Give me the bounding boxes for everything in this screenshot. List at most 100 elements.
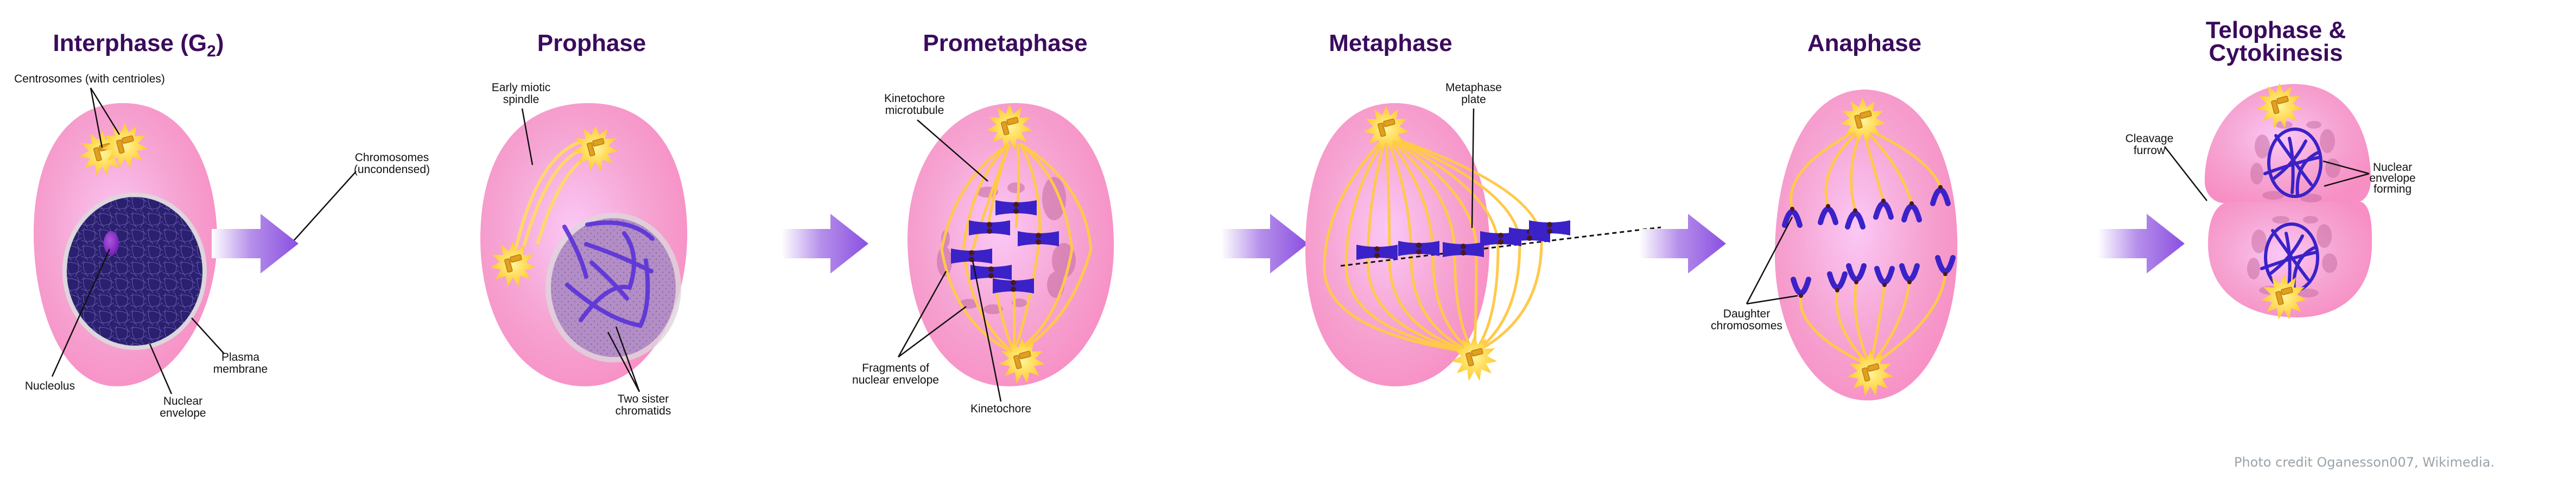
envelope-fragment bbox=[2250, 163, 2263, 184]
chromatin-strand bbox=[2268, 234, 2304, 276]
cell-interphase bbox=[34, 103, 218, 387]
chromatin bbox=[67, 197, 202, 346]
chromosome bbox=[969, 220, 1010, 235]
arrow-icon bbox=[1639, 214, 1726, 273]
spindle-fiber bbox=[1344, 135, 1475, 354]
plasma-membrane bbox=[908, 103, 1114, 386]
chromatin-strand bbox=[2295, 150, 2321, 197]
nucleolus bbox=[104, 231, 119, 255]
label-nucleolus: Nucleolus bbox=[25, 380, 75, 392]
labels-interphase: Centrosomes (with centrioles) Chromosome… bbox=[14, 73, 430, 419]
phase-title-metaphase: Metaphase bbox=[1329, 30, 1452, 56]
chromatin-strand bbox=[2288, 137, 2295, 194]
daughter-chromosome bbox=[1935, 255, 1956, 274]
envelope-fragment bbox=[2306, 121, 2321, 129]
spindle-fiber bbox=[1385, 134, 1478, 353]
daughter-chromosome bbox=[1818, 206, 1838, 225]
centromere bbox=[1835, 288, 1839, 292]
daughter-chromosome bbox=[1873, 201, 1894, 220]
envelope-fragment bbox=[2303, 216, 2318, 224]
chromosome bbox=[1398, 241, 1439, 256]
chromosome bbox=[993, 278, 1034, 294]
centromere bbox=[1881, 199, 1886, 203]
centromere bbox=[1909, 201, 1914, 206]
daughter-chromosome bbox=[1782, 209, 1803, 228]
centromere bbox=[1799, 294, 1803, 298]
spindle-fiber bbox=[1862, 126, 1913, 204]
chromatin-strand bbox=[2285, 232, 2292, 289]
chromatids bbox=[562, 220, 655, 328]
envelope-fragment bbox=[2262, 191, 2284, 200]
daughter-chromosome bbox=[1791, 277, 1811, 296]
plasma-membrane bbox=[1775, 90, 1958, 400]
spindle-fiber bbox=[1869, 282, 1911, 367]
label-chromosomes: Chromosomes(uncondensed) bbox=[354, 151, 430, 176]
nuclear-envelope-fragments bbox=[937, 177, 1076, 314]
arrow-icon bbox=[2098, 214, 2185, 273]
envelope-fragment bbox=[2255, 135, 2270, 158]
centromere bbox=[1826, 204, 1830, 208]
envelope-fragment bbox=[2251, 230, 2267, 253]
arrow-icon bbox=[782, 214, 868, 273]
spindle-fiber bbox=[1366, 135, 1475, 354]
cell-prometaphase bbox=[908, 103, 1114, 386]
cell-anaphase bbox=[1775, 90, 1958, 400]
spindle-fiber bbox=[1869, 273, 1947, 368]
chromosome bbox=[995, 200, 1037, 215]
envelope-fragment bbox=[2300, 194, 2322, 202]
cell-prophase bbox=[480, 103, 688, 386]
envelope-fragment bbox=[2320, 129, 2335, 153]
daughter-chromosome bbox=[1901, 203, 1922, 222]
metaphase-plate-line bbox=[1340, 226, 1661, 267]
arrow-icon bbox=[1221, 214, 1308, 273]
label-centrosomes: Centrosomes (with centrioles) bbox=[14, 73, 165, 85]
spindle-fiber bbox=[1790, 126, 1864, 209]
centromere bbox=[1943, 272, 1947, 276]
chromatin-strand bbox=[2272, 139, 2307, 181]
spindle-fiber bbox=[1854, 282, 1872, 367]
chromosome bbox=[1356, 245, 1398, 260]
envelope-fragment bbox=[2272, 216, 2289, 224]
phase-title-prophase: Prophase bbox=[537, 30, 646, 56]
envelope-fragment bbox=[2297, 289, 2319, 297]
phase-title-anaphase: Anaphase bbox=[1807, 30, 1921, 56]
spindle-fiber bbox=[1799, 295, 1871, 368]
label-kinetochore: Kinetochore bbox=[970, 403, 1031, 415]
centromere bbox=[1882, 283, 1887, 287]
chromosome bbox=[951, 248, 992, 264]
chromatin-loop bbox=[2267, 128, 2323, 198]
centromere bbox=[1853, 208, 1857, 213]
centromere bbox=[1938, 185, 1943, 189]
chromosome bbox=[1529, 220, 1570, 235]
centromere bbox=[1854, 280, 1858, 284]
phase-title-prometaphase: Prometaphase bbox=[923, 30, 1087, 56]
daughter-chromosome bbox=[1827, 271, 1848, 290]
phase-title-telophase: Telophase &Cytokinesis bbox=[2206, 17, 2346, 66]
cell-telophase bbox=[2204, 82, 2372, 320]
centromere bbox=[1907, 280, 1912, 284]
chromosome bbox=[1018, 231, 1059, 246]
chromosome bbox=[1443, 242, 1484, 257]
daughter-chromosome bbox=[1930, 187, 1951, 206]
daughter-chromosome bbox=[1874, 266, 1895, 285]
envelope-fragment bbox=[2247, 258, 2260, 279]
daughter-chromosome bbox=[1845, 211, 1866, 230]
cell-metaphase bbox=[1305, 103, 1661, 386]
envelope-fragment bbox=[2317, 224, 2332, 248]
spindle-fiber bbox=[1824, 126, 1864, 207]
